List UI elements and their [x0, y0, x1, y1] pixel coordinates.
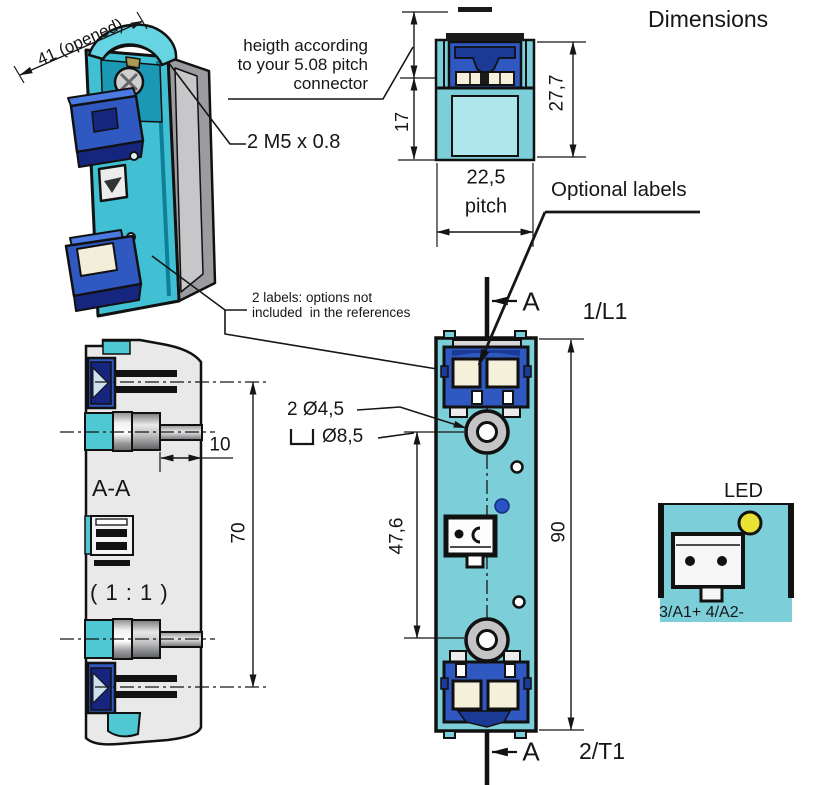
top-view-dimensions: [398, 7, 586, 247]
note-counterbore-diameter: Ø8,5: [322, 426, 364, 447]
dim-47-6: 47,6: [386, 517, 408, 555]
dim-10: 10: [209, 434, 231, 456]
led-indicator: [737, 510, 763, 536]
label-window: [451, 357, 482, 389]
iso-clamp-top: [67, 87, 145, 168]
iso-view: [64, 23, 217, 318]
led-coil-component: [671, 532, 745, 603]
front-view-annotations: [289, 210, 700, 785]
section-scale-label: ( 1 : 1 ): [90, 580, 169, 605]
section-marker-a-top: A: [522, 286, 540, 317]
dim-90: 90: [548, 521, 570, 543]
page-title: Dimensions: [648, 6, 769, 32]
iso-clamp-bottom: [64, 229, 143, 312]
section-mid-component: [84, 515, 134, 566]
note-holes-diameter: 2 Ø4,5: [287, 399, 345, 420]
led-terminals-label: 3/A1+ 4/A2-: [659, 604, 744, 621]
section-view: [60, 338, 270, 746]
dim-22-5: 22,5: [466, 166, 506, 189]
dim-17: 17: [391, 111, 412, 133]
note-optional-labels-detail: 2 labels: options not included in the re…: [252, 290, 411, 321]
callout-optional-labels: Optional labels: [551, 178, 687, 201]
dim-70: 70: [228, 522, 250, 544]
front-view: [434, 330, 538, 742]
top-view: [434, 33, 536, 162]
front-mid-component: [443, 514, 498, 569]
iso-annotations: [13, 11, 438, 370]
iso-side-highlight: [174, 67, 204, 293]
terminal-1-l1: 1/L1: [582, 298, 628, 325]
section-marker-a-bottom: A: [522, 736, 540, 767]
indicator-dot: [494, 498, 510, 514]
note-thread-m5: 2 M5 x 0.8: [247, 131, 341, 153]
dim-pitch-label: pitch: [464, 195, 508, 218]
note-height-connector: heigth according to your 5.08 pitch conn…: [237, 36, 368, 94]
front-connector-bottom: [440, 650, 532, 728]
counterbore-icon: [289, 429, 315, 446]
led-label: LED: [724, 480, 763, 502]
dim-27-7: 27,7: [546, 74, 568, 112]
label-window: [485, 357, 520, 389]
section-label-aa: A-A: [92, 475, 131, 501]
section-clamp-top: [86, 356, 177, 410]
led-detail: [658, 503, 794, 622]
label-window: [451, 679, 483, 711]
label-window: [486, 679, 520, 711]
section-clamp-bottom: [86, 661, 177, 715]
terminal-2-t1: 2/T1: [578, 738, 626, 765]
